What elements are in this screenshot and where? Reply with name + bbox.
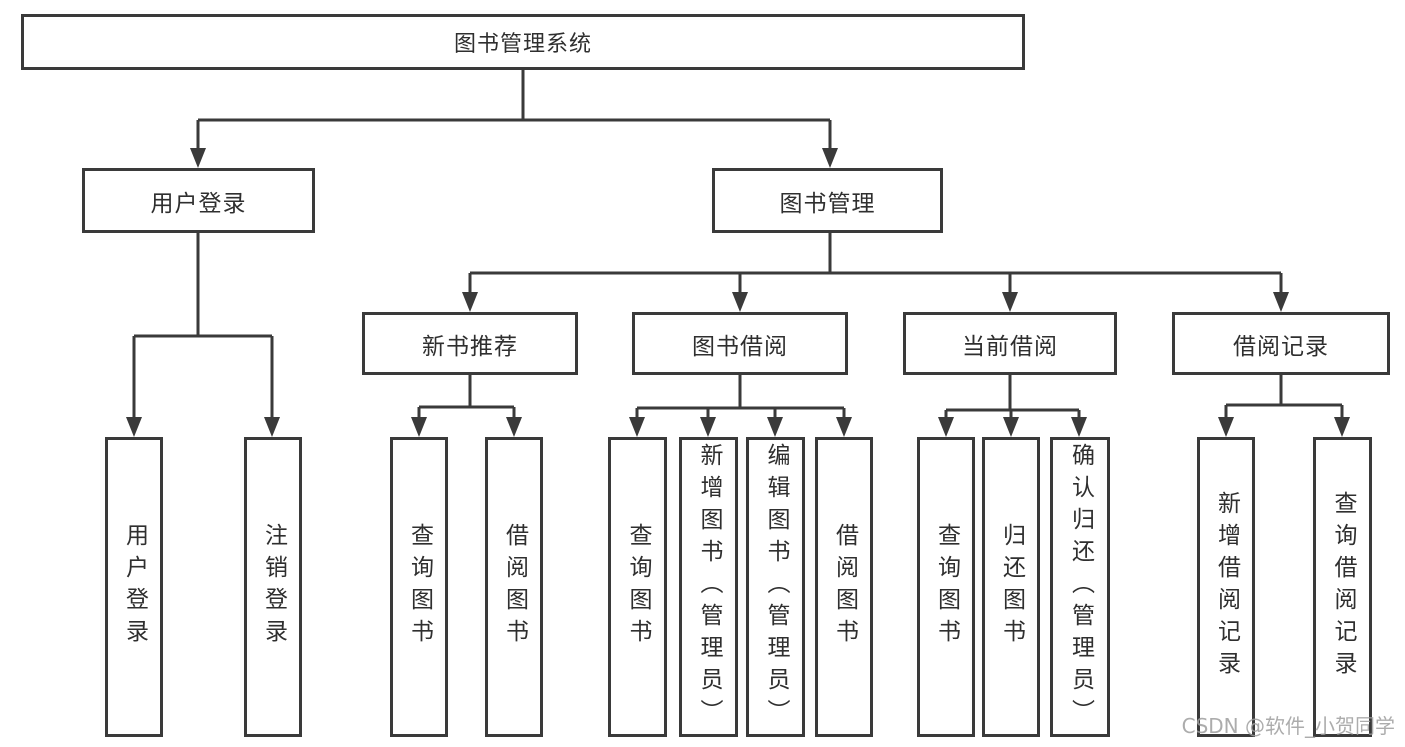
- node-label: 借阅图书: [501, 523, 528, 651]
- node-label: 图书管理系统: [453, 32, 592, 57]
- leaf-recommend-borrow-book: 借阅图书: [485, 437, 543, 737]
- node-label: 注销登录: [260, 523, 287, 651]
- leaf-borrow-edit-book-admin: 编辑图书（管理员）: [746, 437, 805, 737]
- node-label: 新增图书（管理员）: [696, 443, 722, 731]
- leaf-borrow-add-book-admin: 新增图书（管理员）: [679, 437, 738, 737]
- node-label: 新增借阅记录: [1213, 491, 1240, 683]
- node-label: 确认归还（管理员）: [1067, 443, 1094, 731]
- node-label: 当前借阅: [962, 333, 1058, 360]
- node-label: 借阅图书: [831, 523, 858, 651]
- leaf-records-query-record: 查询借阅记录: [1313, 437, 1372, 737]
- leaf-logout: 注销登录: [244, 437, 302, 737]
- node-label: 图书管理: [779, 190, 876, 217]
- node-label: 用户登录: [121, 523, 148, 651]
- node-borrow-records: 借阅记录: [1172, 312, 1390, 375]
- node-library-management-system: 图书管理系统: [21, 14, 1025, 70]
- leaf-borrow-borrow-book: 借阅图书: [815, 437, 873, 737]
- node-user-login: 用户登录: [82, 168, 315, 233]
- leaf-current-confirm-return-admin: 确认归还（管理员）: [1050, 437, 1110, 737]
- leaf-recommend-query-book: 查询图书: [390, 437, 448, 737]
- leaf-records-add-record: 新增借阅记录: [1197, 437, 1255, 737]
- node-label: 图书借阅: [692, 333, 788, 360]
- node-label: 编辑图书（管理员）: [763, 443, 789, 731]
- arrowheads: [126, 148, 1350, 437]
- node-label: 查询图书: [406, 523, 433, 651]
- node-book-borrow: 图书借阅: [632, 312, 848, 375]
- leaf-current-return-book: 归还图书: [982, 437, 1040, 737]
- connector-paths: [132, 70, 1344, 419]
- leaf-borrow-query-book: 查询图书: [608, 437, 667, 737]
- leaf-current-query-book: 查询图书: [917, 437, 975, 737]
- node-label: 查询图书: [625, 523, 651, 651]
- node-new-book-recommend: 新书推荐: [362, 312, 578, 375]
- node-label: 借阅记录: [1233, 333, 1329, 360]
- node-label: 用户登录: [150, 190, 247, 217]
- leaf-user-login: 用户登录: [105, 437, 163, 737]
- node-book-management: 图书管理: [712, 168, 943, 233]
- node-current-borrow: 当前借阅: [903, 312, 1117, 375]
- node-label: 查询借阅记录: [1330, 491, 1356, 683]
- node-label: 新书推荐: [422, 333, 518, 360]
- node-label: 归还图书: [998, 523, 1025, 651]
- node-label: 查询图书: [933, 523, 960, 651]
